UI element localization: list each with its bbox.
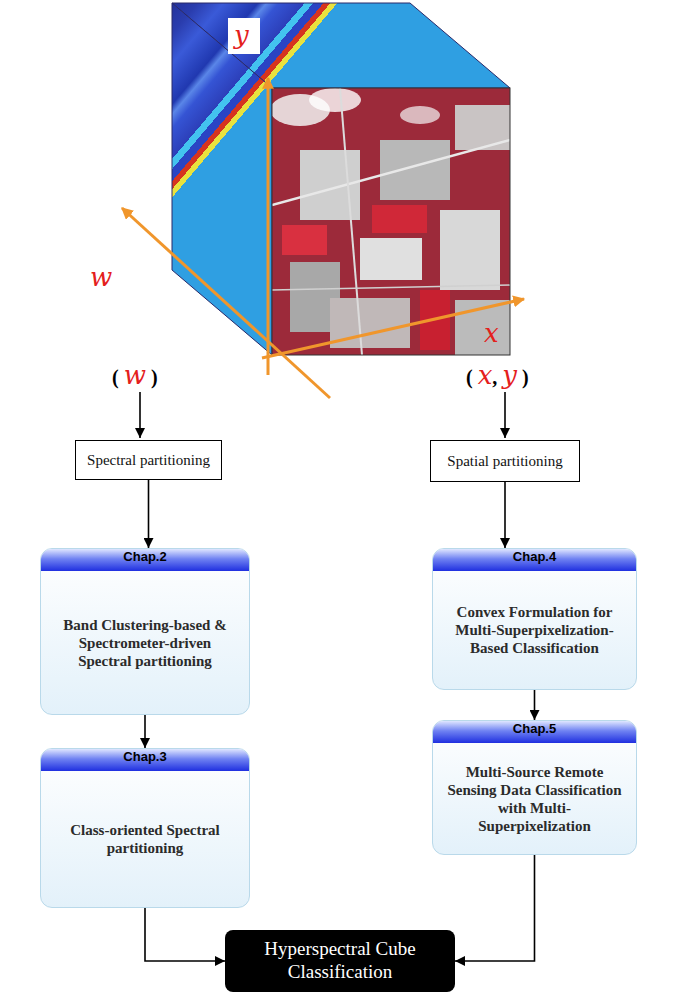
chapter-title: Multi-Source Remote Sensing Data Classif… bbox=[445, 763, 624, 835]
flow-arrow bbox=[144, 715, 146, 748]
box-text: Hyperspectral Cube Classification bbox=[239, 938, 441, 984]
process-box: Spatial partitioning bbox=[430, 440, 580, 482]
chapter-body: Convex Formulation for Multi-Superpixeli… bbox=[433, 571, 636, 689]
chapter-label: Chap.5 bbox=[433, 721, 636, 743]
chapter-box: Chap.4Convex Formulation for Multi-Super… bbox=[432, 548, 637, 690]
label-patch bbox=[228, 18, 260, 54]
flow-arrow bbox=[145, 908, 225, 961]
chapter-box: Chap.3Class-oriented Spectral partitioni… bbox=[40, 748, 250, 908]
chapter-box: Chap.5Multi-Source Remote Sensing Data C… bbox=[432, 720, 637, 855]
axes bbox=[122, 78, 524, 398]
chapter-title: Class-oriented Spectral partitioning bbox=[53, 821, 237, 857]
chapter-title: Convex Formulation for Multi-Superpixeli… bbox=[445, 603, 624, 657]
chapter-title: Band Clustering-based & Spectrometer-dri… bbox=[53, 616, 237, 670]
process-box: Spectral partitioning bbox=[75, 440, 222, 480]
chapter-body: Class-oriented Spectral partitioning bbox=[41, 771, 249, 907]
chapter-label: Chap.2 bbox=[41, 549, 249, 571]
dimension-label: ( w ) bbox=[112, 360, 158, 390]
cube-side-face bbox=[172, 3, 272, 355]
lead-arrow bbox=[139, 392, 141, 438]
dimension-label: ( x, y ) bbox=[466, 360, 529, 390]
flow-arrow bbox=[148, 480, 150, 548]
chapter-box: Chap.2Band Clustering-based & Spectromet… bbox=[40, 548, 250, 715]
axis-label: x bbox=[484, 318, 499, 348]
chapter-label: Chap.3 bbox=[41, 749, 249, 771]
flow-arrow bbox=[504, 482, 506, 548]
box-text: Spatial partitioning bbox=[447, 453, 562, 470]
lead-arrow bbox=[504, 392, 506, 438]
box-text: Spectral partitioning bbox=[87, 452, 210, 469]
result-box: Hyperspectral Cube Classification bbox=[225, 930, 455, 992]
cube-front-image bbox=[272, 88, 510, 355]
chapter-label: Chap.4 bbox=[433, 549, 636, 571]
chapter-body: Multi-Source Remote Sensing Data Classif… bbox=[433, 743, 636, 854]
flow-arrow bbox=[455, 855, 535, 961]
flow-arrow bbox=[534, 690, 536, 720]
axis-label: w bbox=[90, 262, 112, 292]
chapter-body: Band Clustering-based & Spectrometer-dri… bbox=[41, 571, 249, 714]
axis-label: y bbox=[234, 20, 249, 50]
